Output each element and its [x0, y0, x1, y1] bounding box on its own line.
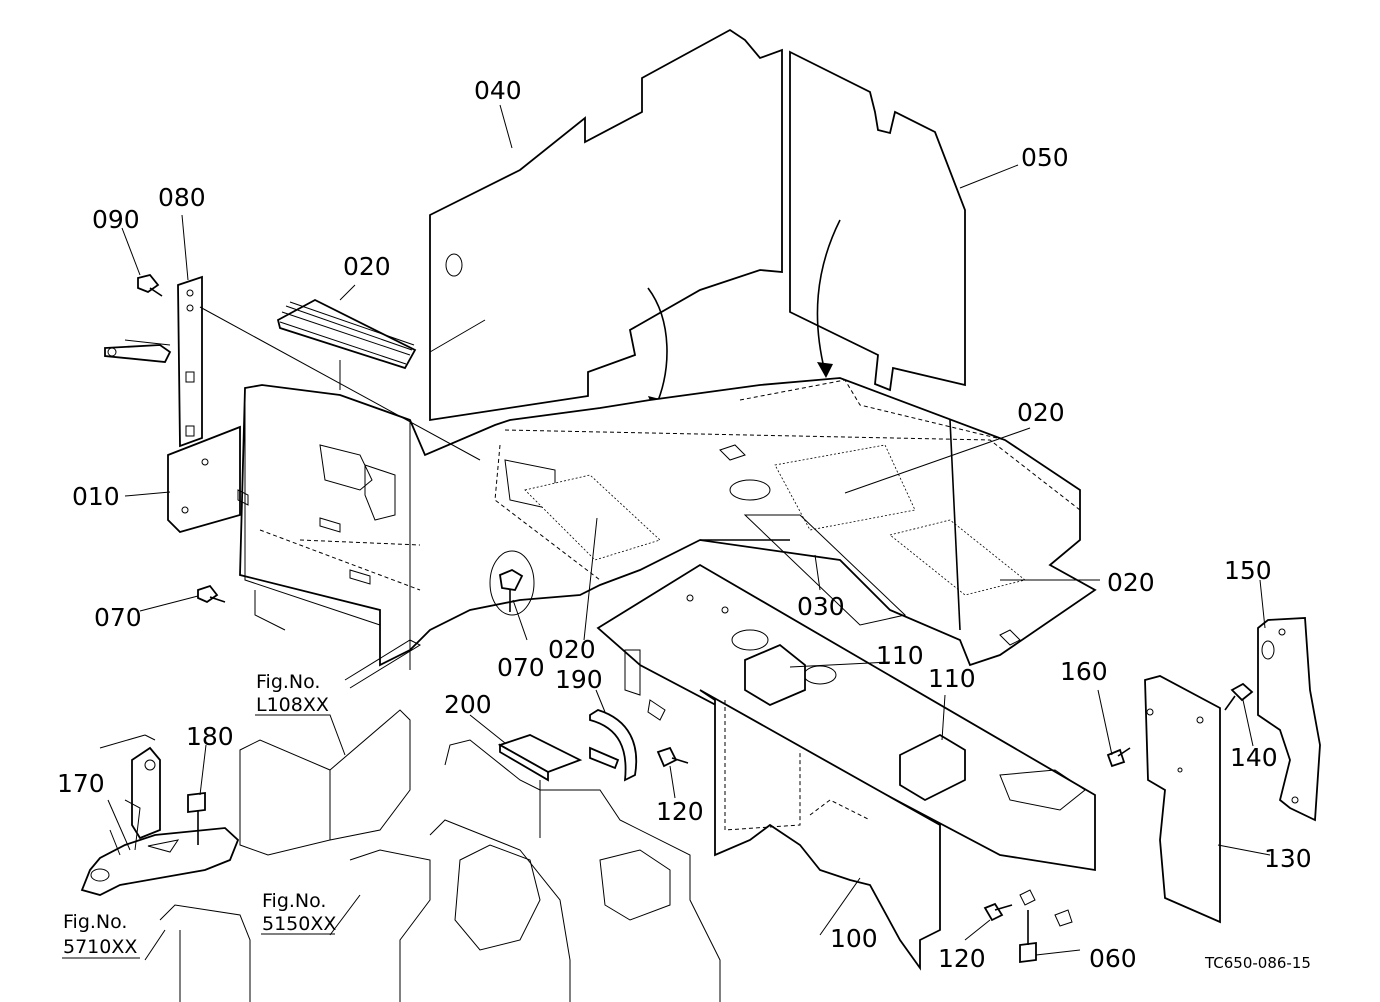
label-150: 150	[1224, 556, 1272, 585]
bracket-170	[80, 746, 240, 896]
fig-ref-5710-line2: 5710XX	[63, 936, 137, 958]
fig-ref-5710-line1: Fig.No.	[63, 911, 127, 933]
bracket-130	[1144, 675, 1221, 924]
label-170: 170	[57, 769, 105, 798]
label-040: 040	[474, 76, 522, 105]
fig-ref-l108-line2: L108XX	[256, 694, 329, 716]
floor-mat-040	[429, 28, 783, 422]
floor-mat-050	[789, 50, 966, 392]
label-190: 190	[555, 665, 603, 694]
label-030: 030	[797, 592, 845, 621]
label-020-upper: 020	[343, 252, 391, 281]
engine-outline	[159, 709, 871, 1002]
label-130: 130	[1264, 844, 1312, 873]
label-140: 140	[1230, 743, 1278, 772]
bolt-140	[1224, 682, 1254, 711]
side-plate-010	[167, 425, 249, 534]
label-070-right: 070	[497, 653, 545, 682]
label-110-right: 110	[928, 664, 976, 693]
rod-lower	[344, 639, 422, 689]
label-200: 200	[444, 690, 492, 719]
label-010: 010	[72, 482, 120, 511]
floor-frame-010	[239, 377, 1097, 670]
fold-arrow-right	[816, 219, 841, 373]
label-160: 160	[1060, 657, 1108, 686]
rod-left	[254, 590, 286, 631]
label-120-lower: 120	[938, 944, 986, 973]
bolt-120-lower	[983, 902, 1013, 922]
label-180: 180	[186, 722, 234, 751]
fig-ref-5150-line1: Fig.No.	[262, 890, 326, 912]
arrow-head-right	[817, 362, 833, 378]
label-020-right-lower: 020	[1107, 568, 1155, 597]
label-070-left: 070	[94, 603, 142, 632]
bolt-120-upper	[656, 746, 689, 768]
bolt-180	[187, 791, 206, 845]
plate-150	[1257, 617, 1321, 822]
bolt-060	[1019, 889, 1073, 964]
bolt-090	[137, 273, 163, 297]
label-020-right-upper: 020	[1017, 398, 1065, 427]
frame-100	[596, 563, 1096, 971]
label-020-center: 020	[548, 635, 596, 664]
label-120-upper: 120	[656, 797, 704, 826]
label-050: 050	[1021, 143, 1069, 172]
label-100: 100	[830, 924, 878, 953]
leader-lines	[99, 104, 1271, 961]
label-060: 060	[1089, 944, 1137, 973]
grille-020-upper	[276, 298, 417, 390]
fig-ref-5150-line2: 5150XX	[262, 913, 336, 935]
label-090: 090	[92, 205, 140, 234]
fold-arrow-left	[647, 287, 668, 409]
label-080: 080	[158, 183, 206, 212]
label-110-left: 110	[876, 641, 924, 670]
bracket-080	[104, 275, 203, 448]
clip-190	[589, 709, 638, 782]
bolt-070-left	[197, 584, 226, 604]
pad-200	[497, 734, 583, 838]
diagram-code: TC650-086-15	[1204, 954, 1311, 972]
bolt-070-right	[489, 550, 535, 616]
fig-ref-l108-line1: Fig.No.	[256, 671, 320, 693]
